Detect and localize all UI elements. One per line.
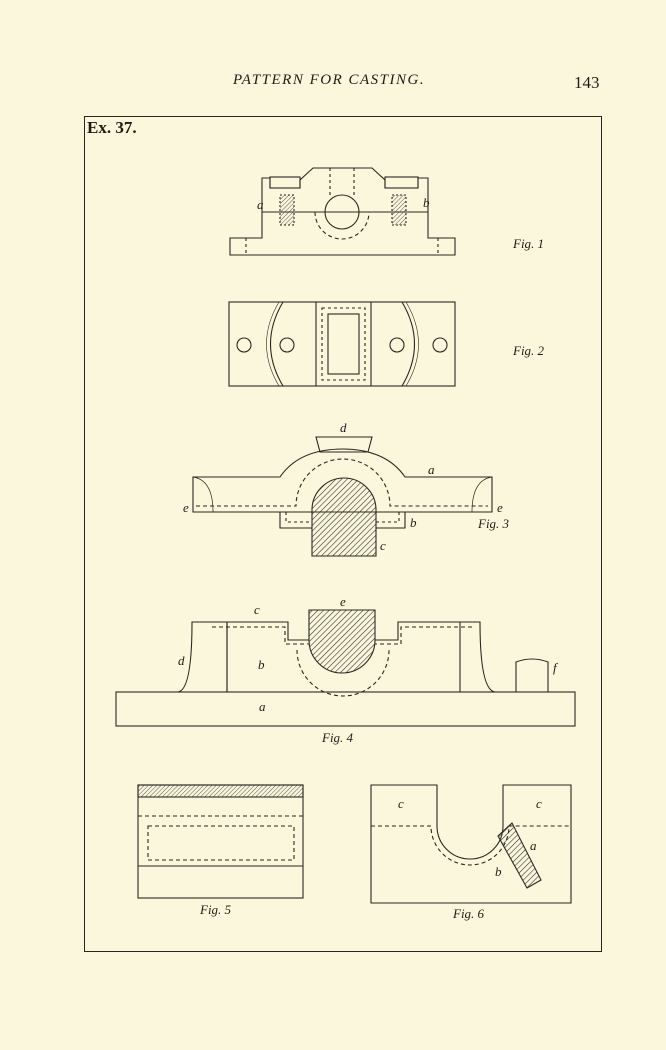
- fig1-label-b: b: [423, 195, 430, 210]
- fig1-caption: Fig. 1: [513, 236, 545, 251]
- fig4-drawing: [115, 609, 576, 727]
- running-head: PATTERN FOR CASTING.: [233, 72, 426, 88]
- fig6-label-c-left: c: [398, 796, 404, 811]
- fig3-label-a: a: [428, 462, 435, 477]
- fig4-label-a: a: [259, 699, 266, 714]
- fig1-drawing: [229, 167, 456, 256]
- fig6-label-b: b: [495, 864, 502, 879]
- fig3-drawing: [192, 436, 493, 557]
- fig6-caption: Fig. 6: [453, 906, 485, 921]
- fig4-label-b: b: [258, 657, 265, 672]
- fig4-label-d: d: [178, 653, 185, 668]
- fig4-label-e: e: [340, 594, 346, 609]
- fig3-label-e-left: e: [183, 500, 189, 515]
- fig6-label-c-right: c: [536, 796, 542, 811]
- example-label: Ex. 37.: [87, 118, 137, 137]
- fig3-label-c: c: [380, 538, 386, 553]
- fig3-label-e-right: e: [497, 500, 503, 515]
- fig4-caption: Fig. 4: [322, 730, 354, 745]
- fig5-caption: Fig. 5: [200, 902, 232, 917]
- fig4-label-f: f: [553, 660, 557, 675]
- fig5-drawing: [137, 784, 304, 899]
- fig4-label-c: c: [254, 602, 260, 617]
- fig2-caption: Fig. 2: [513, 343, 545, 358]
- fig6-drawing: [370, 784, 572, 904]
- page-number: 143: [574, 73, 600, 92]
- fig1-label-a: a: [257, 197, 264, 212]
- fig3-label-b: b: [410, 515, 417, 530]
- fig3-label-d: d: [340, 420, 347, 435]
- plate-frame: [84, 116, 602, 952]
- fig2-drawing: [228, 301, 456, 387]
- fig3-caption: Fig. 3: [478, 516, 510, 531]
- fig6-label-a: a: [530, 838, 537, 853]
